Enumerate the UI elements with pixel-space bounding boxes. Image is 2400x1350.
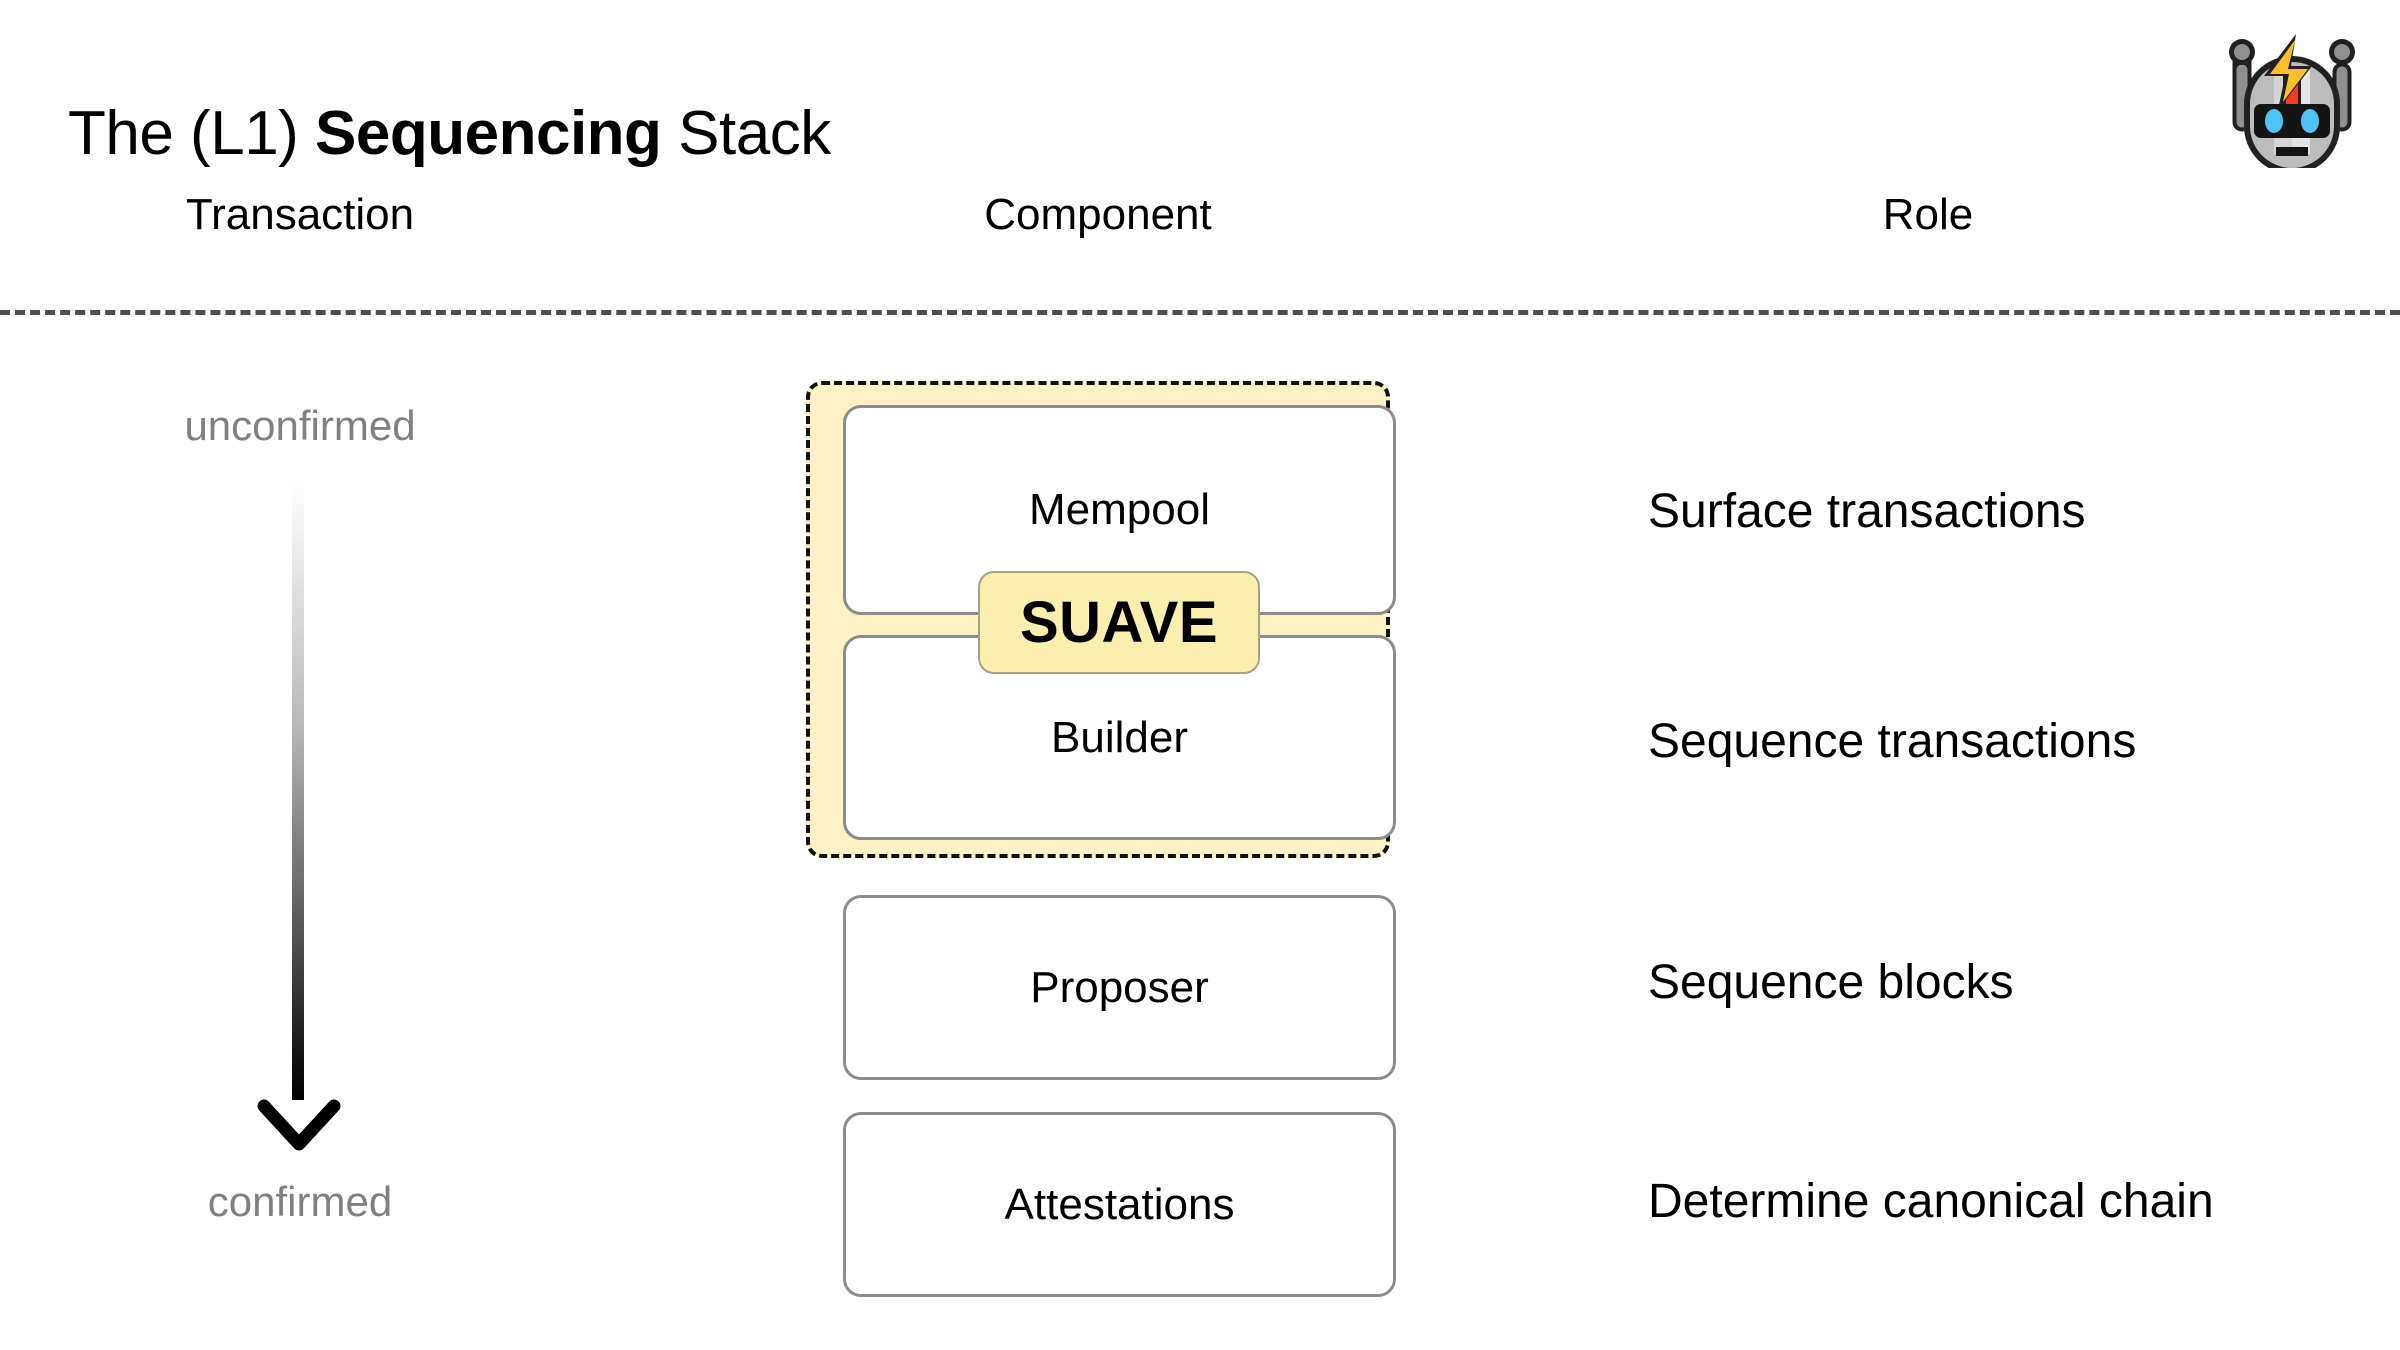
role-text-sequence-blocks: Sequence blocks bbox=[1648, 956, 2014, 1009]
role-text-determine-canonical-chain: Determine canonical chain bbox=[1648, 1175, 2214, 1228]
flashbots-robot-logo-icon bbox=[2212, 18, 2372, 174]
component-box-proposer[interactable]: Proposer bbox=[843, 895, 1396, 1080]
transaction-state-unconfirmed-label: unconfirmed bbox=[184, 402, 416, 449]
component-label-attestations: Attestations bbox=[1004, 1179, 1235, 1229]
component-label-mempool: Mempool bbox=[1029, 485, 1210, 534]
suave-badge[interactable]: SUAVE bbox=[978, 571, 1260, 674]
page-title-emphasis: Sequencing bbox=[315, 98, 662, 168]
page-title-suffix: Stack bbox=[661, 98, 831, 168]
column-header-component: Component bbox=[984, 190, 1212, 239]
page-title-prefix: The (L1) bbox=[68, 98, 316, 168]
page-title: The (L1) Sequencing Stack bbox=[68, 98, 831, 168]
role-text-surface-transactions: Surface transactions bbox=[1648, 485, 2086, 538]
column-header-transaction: Transaction bbox=[185, 190, 415, 239]
component-label-proposer: Proposer bbox=[1030, 962, 1209, 1012]
transaction-state-confirmed-label: confirmed bbox=[207, 1178, 393, 1225]
header-divider bbox=[0, 310, 2400, 315]
column-header-row: Transaction Component Role bbox=[0, 190, 2400, 260]
role-text-sequence-transactions: Sequence transactions bbox=[1648, 715, 2137, 768]
column-header-role: Role bbox=[1882, 190, 1974, 239]
transaction-progress-arrow-shaft bbox=[292, 480, 304, 1100]
transaction-column: unconfirmed confirmed bbox=[0, 330, 600, 1350]
component-label-builder: Builder bbox=[1051, 712, 1188, 762]
component-box-attestations[interactable]: Attestations bbox=[843, 1112, 1396, 1297]
suave-badge-label: SUAVE bbox=[1019, 589, 1219, 655]
